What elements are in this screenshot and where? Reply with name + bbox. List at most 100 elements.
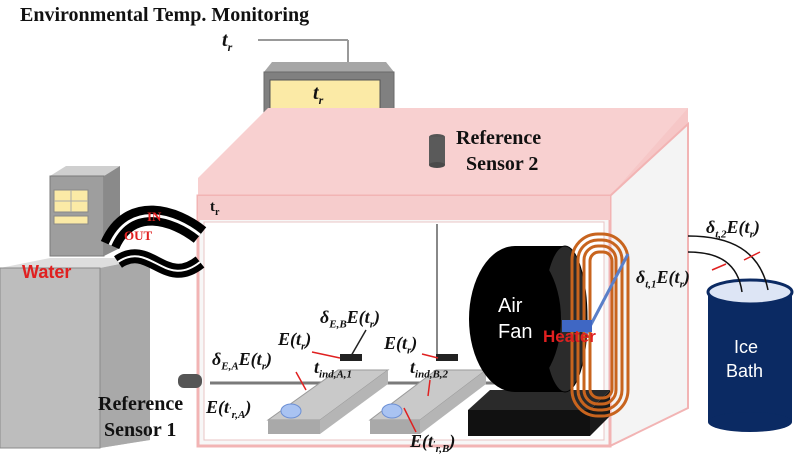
ice-bath-line1: Ice — [734, 337, 759, 357]
e-trb-prime-label: E(t′r,B) — [410, 432, 455, 455]
t-ind-a1-sub: ind,A,1 — [319, 368, 353, 381]
leader-dt2 — [743, 251, 761, 261]
e-tr-b-label: E(tr) — [384, 334, 417, 357]
delta-t1-label: δt,1E(tr) — [636, 268, 690, 291]
e-tra-prime-rest: E(t — [206, 397, 230, 417]
t-ind-b2-sub: ind,B,2 — [415, 368, 449, 381]
ice-bath-bottom — [708, 412, 792, 432]
e-tra-prime-mark: ′ — [229, 404, 232, 415]
indicator-a1 — [340, 354, 362, 361]
tr-label-t: t — [222, 29, 228, 51]
delta-t2-rsub: r — [749, 228, 754, 241]
indicator-b2 — [436, 354, 458, 361]
delta-t1-close: ) — [683, 267, 690, 287]
sensor-spot-a — [280, 403, 302, 419]
delta-eb-close: ) — [373, 307, 380, 327]
display-reading: tr — [313, 83, 323, 106]
plate-a-front — [268, 420, 320, 434]
e-tr-a-rest: E(t — [278, 329, 302, 349]
e-trb-prime-close: ) — [449, 431, 456, 451]
delta-t2-close: ) — [753, 217, 760, 237]
controller-top — [50, 166, 120, 176]
delta-eb-main: δ — [320, 307, 330, 327]
e-tr-b-close: ) — [411, 333, 418, 353]
leader-tind-b — [427, 379, 431, 397]
e-trb-prime-mark: ′ — [433, 438, 436, 449]
leader-dt1 — [711, 263, 727, 271]
delta-eb-rsub: r — [369, 318, 374, 331]
chamber-temp-label: tr — [210, 200, 219, 218]
controller-button — [53, 215, 89, 225]
e-tr-a-close: ) — [305, 329, 312, 349]
in-label: IN — [147, 209, 162, 224]
leader-eb — [350, 329, 367, 357]
e-tr-b-rest: E(t — [384, 333, 408, 353]
delta-eb-rest: E(t — [346, 307, 370, 327]
t-ind-b2-t: t — [410, 357, 416, 377]
e-tra-prime-label: E(t′r,A) — [206, 398, 251, 421]
reference-sensor-2-line1: Reference — [456, 127, 542, 149]
reference-sensor-2-line2: Sensor 2 — [466, 153, 539, 175]
sensor-spot-b — [381, 403, 403, 419]
delta-t1-sub: t,1 — [645, 278, 657, 291]
reference-sensor-1-line1: Reference — [98, 393, 184, 415]
display-reading-sub: r — [318, 93, 324, 107]
e-tra-prime-rsub: r,A — [231, 408, 246, 421]
out-label: OUT — [124, 228, 153, 243]
delta-ea-label: δE,AE(tr) — [212, 350, 272, 373]
delta-eb-label: δE,BE(tr) — [320, 308, 380, 331]
e-trb-prime-rest: E(t — [410, 431, 434, 451]
reference-sensor-1-line2: Sensor 1 — [104, 419, 177, 441]
delta-t1-rest: E(t — [656, 267, 680, 287]
delta-t1-main: δ — [636, 267, 646, 287]
delta-ea-rest: E(t — [238, 349, 262, 369]
delta-t2-main: δ — [706, 217, 716, 237]
fan-base — [468, 410, 590, 436]
e-tr-b-rsub: r — [407, 344, 412, 357]
chamber-temp-sub: r — [215, 207, 220, 218]
heater-rod — [584, 253, 630, 335]
ice-bath-rim — [706, 278, 794, 306]
delta-ea-rsub: r — [261, 360, 266, 373]
chamber-front-band — [198, 196, 610, 220]
ice-bath — [708, 292, 792, 422]
t-ind-a1-t: t — [314, 357, 320, 377]
water-bath-side — [100, 258, 150, 448]
plate-b-front — [370, 420, 420, 434]
plate-a-side — [320, 370, 388, 434]
reference-sensor-2 — [429, 137, 445, 165]
diagram-title: Environmental Temp. Monitoring — [20, 4, 310, 26]
leader-etrb-prime — [403, 407, 417, 433]
water-label: Water — [22, 262, 72, 282]
e-tr-a-label: E(tr) — [278, 330, 311, 353]
delta-ea-close: ) — [265, 349, 272, 369]
air-fan — [469, 246, 561, 392]
leader-etr-a — [311, 351, 341, 359]
delta-t2-rest: E(t — [726, 217, 750, 237]
t-ind-a1-label: tind,A,1 — [314, 358, 352, 381]
t-ind-b2-label: tind,B,2 — [410, 358, 448, 381]
delta-ea-sub: E,A — [221, 360, 239, 373]
e-tr-a-rsub: r — [301, 340, 306, 353]
hose-out-highlight — [117, 255, 201, 272]
tr-label-sub: r — [227, 40, 233, 54]
heater-element — [562, 320, 592, 332]
cable-ice-2 — [687, 251, 743, 293]
delta-ea-main: δ — [212, 349, 222, 369]
air-fan-line1: Air — [498, 295, 523, 317]
e-tra-prime-close: ) — [245, 397, 252, 417]
cable-ice-1 — [687, 235, 769, 291]
e-tra-prime-subgroup: ′r,A — [229, 405, 246, 421]
leader-etr-b — [421, 353, 439, 359]
water-bath — [0, 267, 101, 449]
chamber-temp-t: t — [210, 199, 215, 215]
tr-label-top: tr — [222, 30, 232, 53]
ice-bath-line2: Bath — [726, 361, 764, 381]
reference-sensor-1 — [178, 374, 202, 388]
hose-in-highlight — [108, 214, 201, 246]
display-reading-t: t — [313, 82, 319, 104]
monitor-display — [269, 79, 381, 111]
monitor-top-face — [264, 62, 394, 72]
air-fan-line2: Fan — [498, 321, 533, 343]
